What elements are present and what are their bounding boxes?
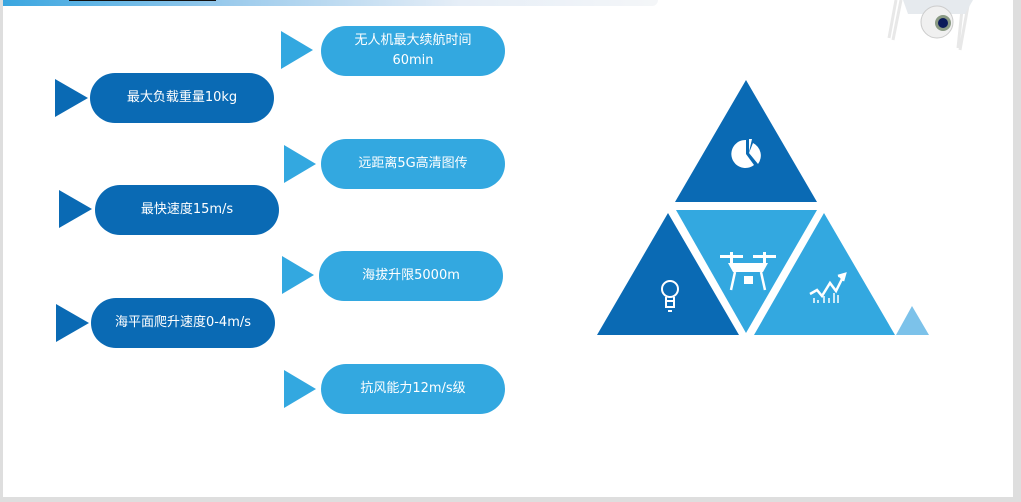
feature-label: 抗风能力12m/s级 [360, 381, 466, 396]
feature-payload: 最大负载重量10kg [90, 73, 274, 123]
feature-transmission: 远距离5G高清图传 [321, 139, 505, 189]
feature-label: 无人机最大续航时间 [354, 33, 472, 48]
feature-label: 海平面爬升速度0-4m/s [114, 315, 252, 330]
growth-chart-icon [809, 272, 847, 303]
drone-icon [720, 252, 776, 291]
pie-chart-icon [731, 139, 761, 168]
arrow-icon [284, 145, 316, 183]
slide: 无人机最大续航时间 60min 最大负载重量10kg 远距离5G高清图传 最快速… [3, 0, 1013, 497]
header-gradient-bar [3, 0, 658, 6]
feature-endurance: 无人机最大续航时间 60min [321, 26, 505, 76]
triangle-small [896, 306, 929, 335]
arrow-icon [55, 79, 88, 117]
feature-label: 海拔升限5000m [362, 268, 460, 283]
feature-sub: 60min [392, 53, 434, 68]
feature-altitude: 海拔升限5000m [319, 251, 503, 301]
arrow-icon [284, 370, 316, 408]
triangle-bottom-left [597, 213, 739, 335]
feature-label: 最快速度15m/s [140, 202, 234, 217]
feature-wind: 抗风能力12m/s级 [321, 364, 505, 414]
arrow-icon [59, 190, 92, 228]
feature-climb: 海平面爬升速度0-4m/s [91, 298, 275, 348]
triangle-bottom-right [754, 213, 895, 335]
arrow-icon [281, 31, 313, 69]
header-line [69, 0, 216, 1]
triangle-diagram [597, 80, 929, 335]
lightbulb-icon [661, 280, 679, 312]
feature-speed: 最快速度15m/s [95, 185, 279, 235]
feature-label: 最大负载重量10kg [126, 90, 238, 105]
arrow-icon [282, 256, 314, 294]
feature-label: 远距离5G高清图传 [358, 156, 468, 171]
arrow-icon [56, 304, 89, 342]
